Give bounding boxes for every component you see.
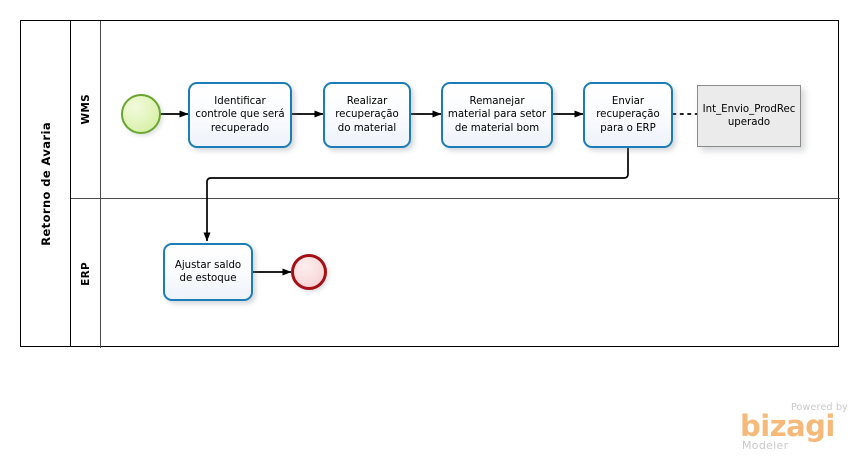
watermark-product-label: Modeler [742,439,789,452]
task-identificar-controle[interactable]: Identificar controle que será recuperado [188,82,292,148]
task-label: Enviar recuperação para o ERP [596,96,660,134]
watermark-brand-label: bizagi [740,409,835,443]
task-enviar-recuperacao-erp[interactable]: Enviar recuperação para o ERP [583,82,673,148]
bizagi-watermark: Powered by bizagi Modeler [722,402,850,452]
start-event[interactable] [121,94,161,134]
watermark-powered-by-label: Powered by [790,402,848,413]
lane-header-erp[interactable]: ERP [71,199,101,348]
pool-retorno-de-avaria[interactable]: Retorno de Avaria WMS ERP [20,20,840,348]
task-label: Ajustar saldo de estoque [174,259,242,284]
end-event[interactable] [291,254,327,290]
task-realizar-recuperacao[interactable]: Realizar recuperação do material [323,82,411,148]
data-object-int-envio-prodrecuperado[interactable]: Int_Envio_ProdRecuperado [697,85,801,147]
lane-label-erp: ERP [79,261,92,286]
data-object-label: Int_Envio_ProdRecuperado [702,103,796,128]
pool-title: Retorno de Avaria [38,121,53,246]
lane-erp[interactable]: ERP [71,199,840,348]
pool-header[interactable]: Retorno de Avaria [21,21,71,346]
task-label: Realizar recuperação do material [335,96,399,134]
task-remanejar-material[interactable]: Remanejar material para setor de materia… [441,82,553,148]
task-ajustar-saldo-estoque[interactable]: Ajustar saldo de estoque [163,243,253,301]
task-label: Identificar controle que será recuperado [195,96,285,134]
lane-header-wms[interactable]: WMS [71,21,101,198]
lane-label-wms: WMS [79,94,92,125]
task-label: Remanejar material para setor de materia… [447,96,547,134]
